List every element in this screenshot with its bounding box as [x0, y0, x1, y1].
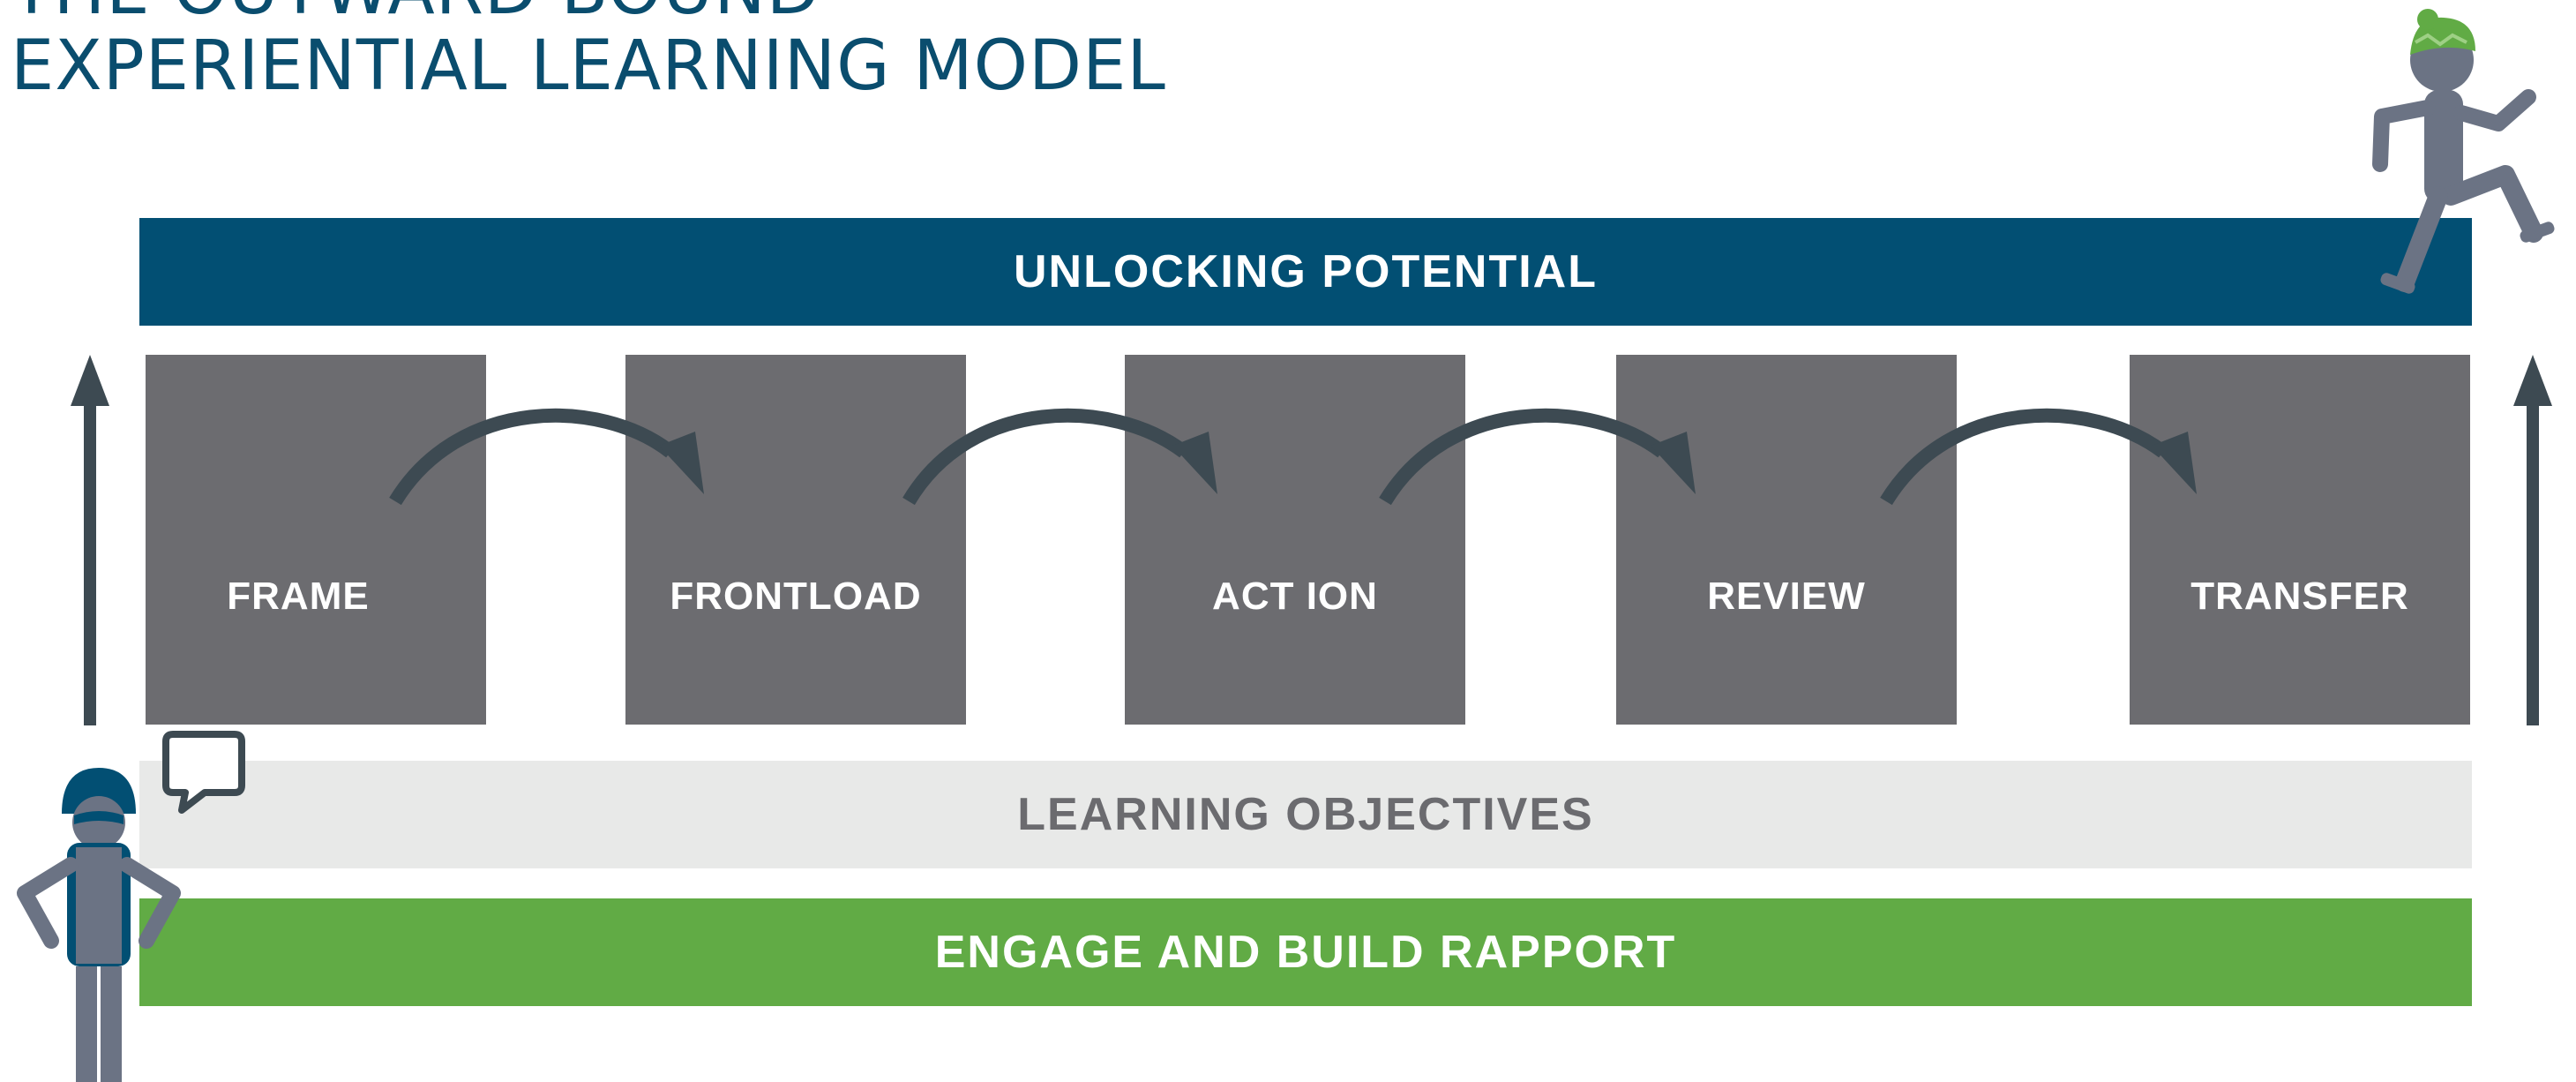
- title-line-1: THE OUTWARD BOUND: [11, 0, 820, 25]
- curved-arrow-icon: [1880, 408, 2197, 506]
- step-frame: FRAME: [146, 355, 486, 725]
- step-transfer: TRANSFER: [2130, 355, 2470, 725]
- step-action-label: ACT ION: [1212, 575, 1378, 618]
- step-frontload-label: FRONTLOAD: [670, 575, 922, 618]
- title-line-2: EXPERIENTIAL LEARNING MODEL: [11, 26, 1166, 106]
- step-review: REVIEW: [1616, 355, 1957, 725]
- step-frontload: FRONTLOAD: [625, 355, 966, 725]
- step-frame-label: FRAME: [227, 575, 370, 618]
- learning-objectives-band: LEARNING OBJECTIVES: [139, 761, 2472, 868]
- instructor-figure-icon: [17, 768, 181, 1082]
- engage-rapport-band: ENGAGE AND BUILD RAPPORT: [139, 898, 2472, 1006]
- curved-arrow-icon: [1379, 408, 1696, 506]
- speech-bubble-icon: [162, 731, 245, 814]
- step-review-label: REVIEW: [1707, 575, 1866, 618]
- curved-arrow-icon: [389, 408, 704, 506]
- up-arrow-icon: [2513, 355, 2552, 725]
- step-action: ACT ION: [1125, 355, 1465, 725]
- unlocking-potential-band: UNLOCKING POTENTIAL: [139, 218, 2472, 326]
- curved-arrow-icon: [902, 408, 1217, 506]
- up-arrow-icon: [71, 355, 109, 725]
- running-figure-icon: [2372, 9, 2555, 294]
- step-transfer-label: TRANSFER: [2190, 575, 2409, 618]
